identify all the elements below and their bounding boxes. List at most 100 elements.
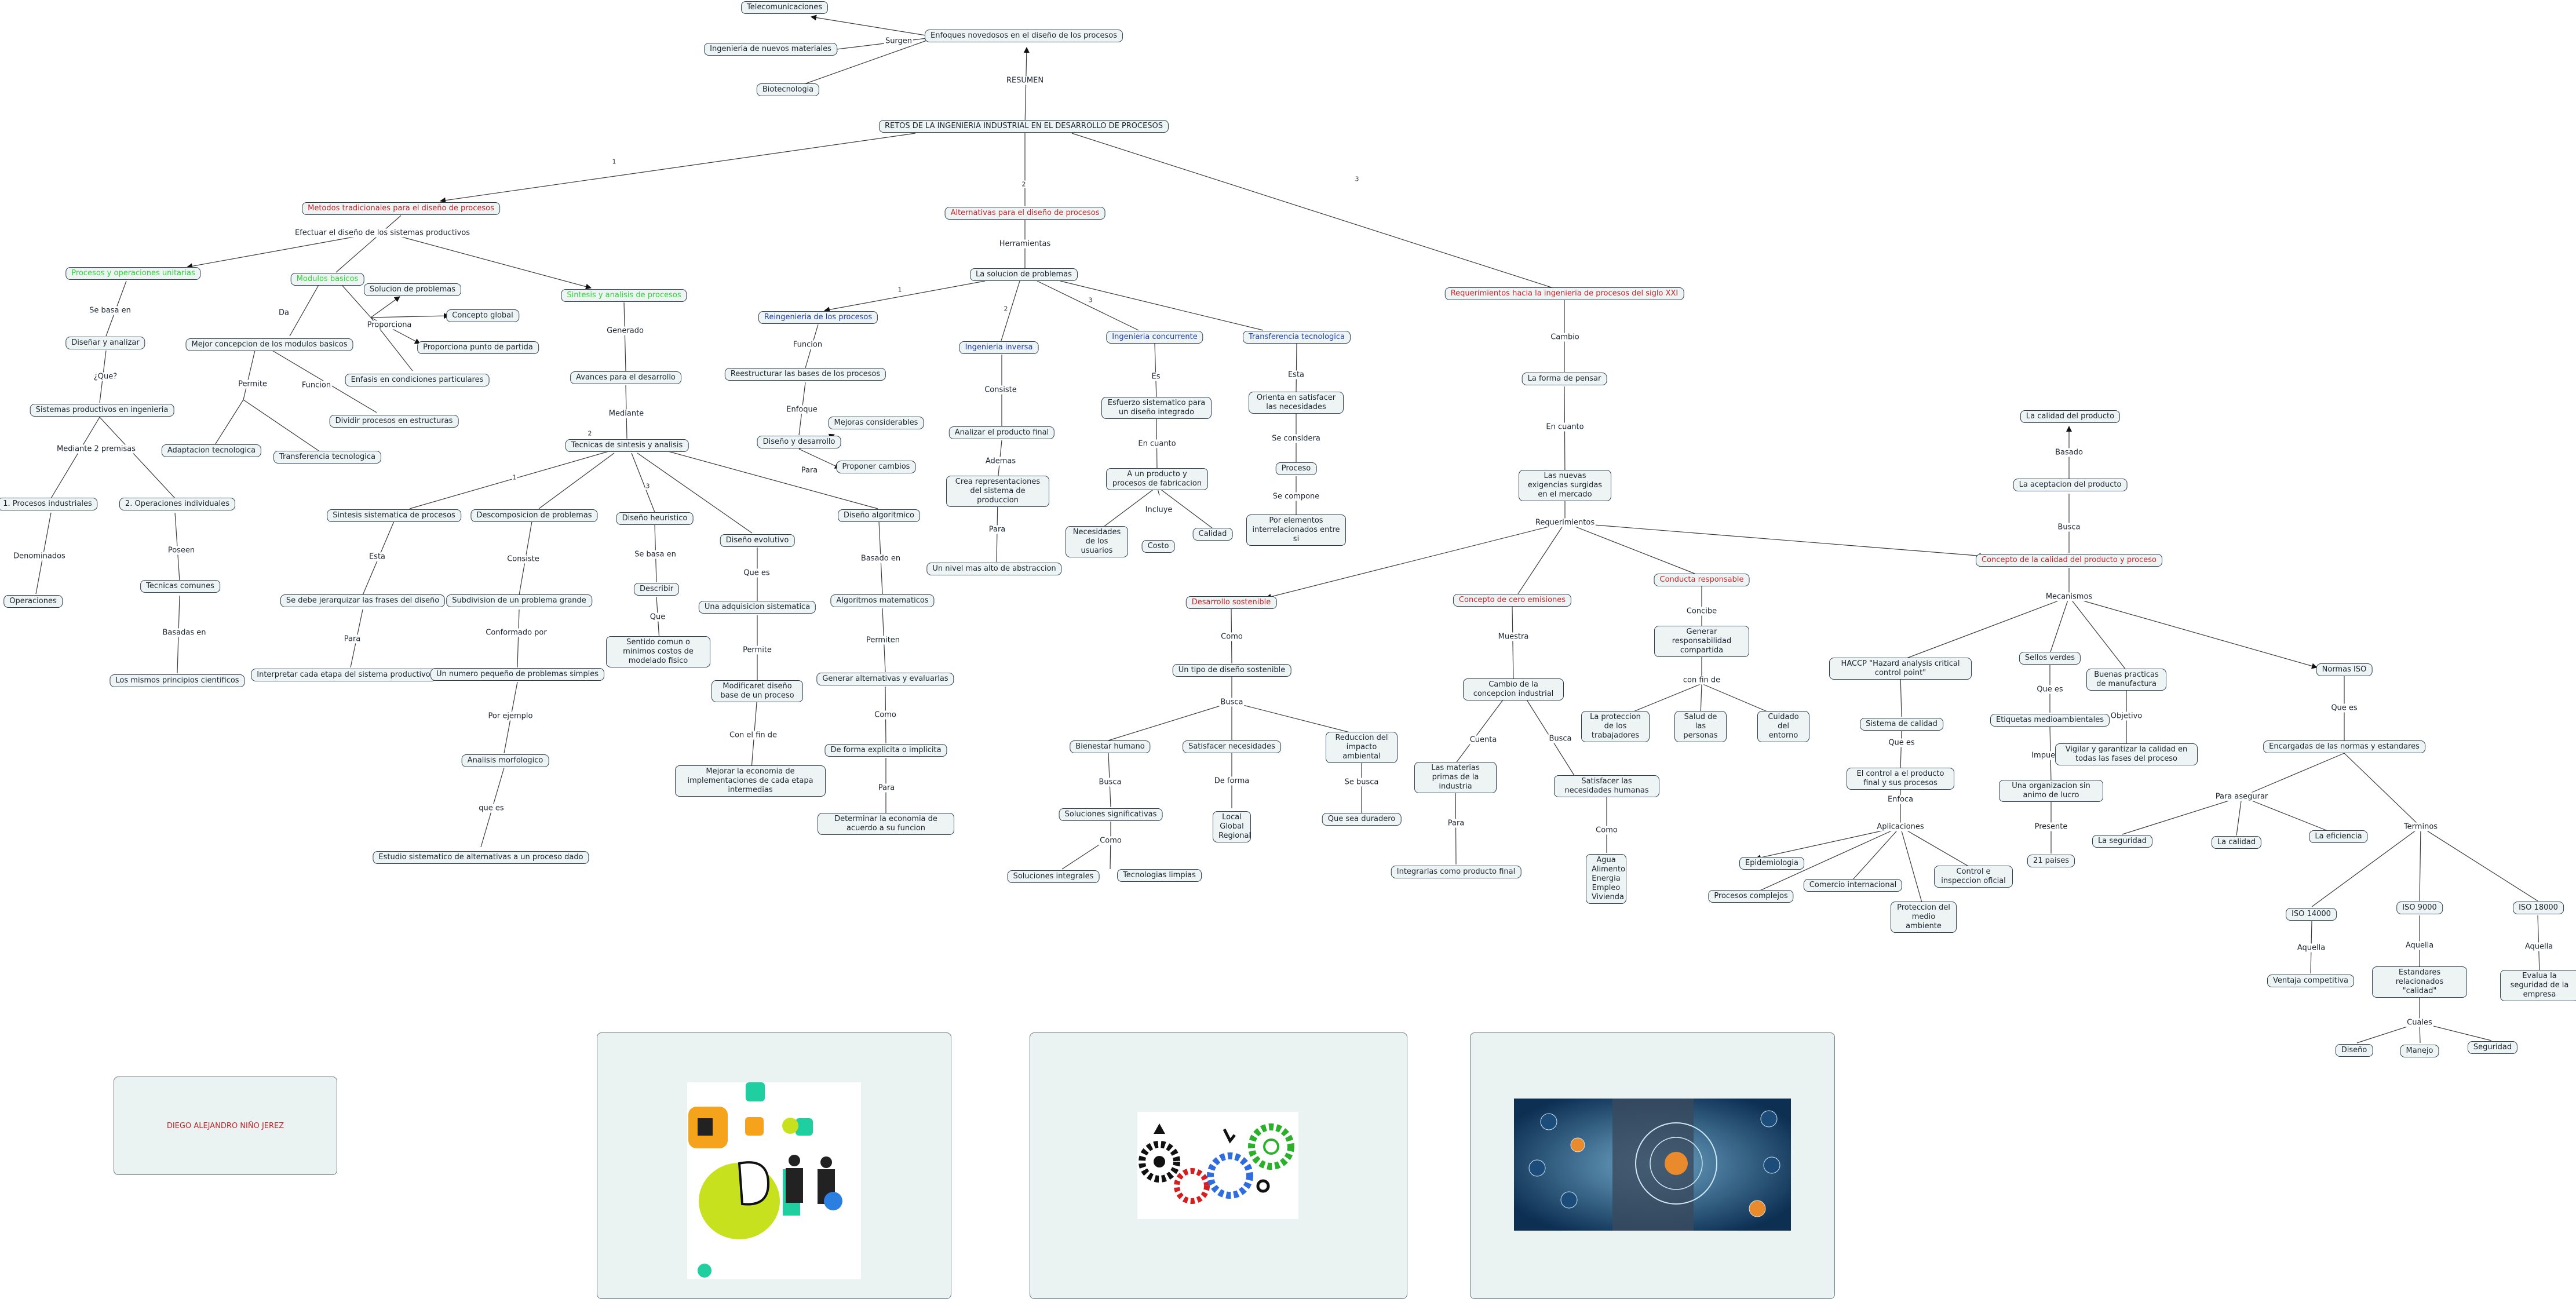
concept-reduccion-impacto[interactable]: Reduccion del impacto ambiental [1326,732,1398,763]
concept-control-producto[interactable]: El control a el producto final y sus pro… [1847,768,1954,790]
concept-diseño-algoritmico[interactable]: Diseño algoritmico [838,509,920,522]
concept-subdivision[interactable]: Subdivision de un problema grande [446,594,592,607]
concept-concepto-global[interactable]: Concepto global [446,309,519,322]
concept-proteccion-medio[interactable]: Proteccion del medio ambiente [1891,902,1957,933]
concept-algoritmos[interactable]: Algoritmos matematicos [830,594,935,607]
concept-cuidado-entorno[interactable]: Cuidado del entorno [1757,711,1809,742]
concept-la-calidad[interactable]: La calidad [2211,836,2262,849]
concept-procesos-industriales[interactable]: 1. Procesos industriales [0,498,98,510]
concept-integrarlas[interactable]: Integrarlas como producto final [1391,866,1521,878]
concept-dividir-procesos[interactable]: Dividir procesos en estructuras [329,415,459,428]
concept-calidad-producto-proceso[interactable]: Concepto de la calidad del producto y pr… [1976,554,2162,567]
concept-diseñar-analizar[interactable]: Diseñar y analizar [65,337,145,349]
concept-transferencia-tecnologica-b[interactable]: Transferencia tecnologica [1242,331,1351,344]
concept-conducta-responsable[interactable]: Conducta responsable [1654,574,1750,586]
concept-punto-partida[interactable]: Proporciona punto de partida [417,341,539,354]
concept-buenas-practicas[interactable]: Buenas practicas de manufactura [2086,669,2166,691]
concept-enfoques-novedosos[interactable]: Enfoques novedosos en el diseño de los p… [925,30,1123,42]
concept-mejorar-economia[interactable]: Mejorar la economia de implementaciones … [675,765,826,797]
concept-esfuerzo-sistematico[interactable]: Esfuerzo sistematico para un diseño inte… [1101,397,1212,419]
concept-desarrollo-sostenible[interactable]: Desarrollo sostenible [1185,596,1277,609]
concept-adquisicion[interactable]: Una adquisicion sistematica [698,601,816,614]
concept-organizacion-animo[interactable]: Una organizacion sin animo de lucro [1999,780,2103,802]
concept-ventaja-competitiva[interactable]: Ventaja competitiva [2267,975,2354,987]
concept-modificaret[interactable]: Modificaret diseño base de un proceso [711,680,803,702]
concept-adaptacion-tecnologica[interactable]: Adaptacion tecnologica [161,444,262,457]
concept-salud-personas[interactable]: Salud de las personas [1674,711,1727,742]
concept-operaciones-individuales[interactable]: 2. Operaciones individuales [119,498,236,510]
concept-iso-9000[interactable]: ISO 9000 [2396,902,2443,914]
concept-transferencia-tecnologica-a[interactable]: Transferencia tecnologica [273,451,382,464]
concept-enfasis-condiciones[interactable]: Enfasis en condiciones particulares [345,374,490,386]
concept-descomposicion[interactable]: Descomposicion de problemas [470,509,598,522]
concept-elementos-interrelacionados[interactable]: Por elementos interrelacionados entre si [1246,515,1346,546]
concept-tecnicas-sintesis[interactable]: Tecnicas de sintesis y analisis [565,439,689,452]
concept-cero-emisiones[interactable]: Concepto de cero emisiones [1453,594,1572,607]
concept-bienestar-humano[interactable]: Bienestar humano [1070,740,1151,753]
concept-ingenieria-concurrente[interactable]: Ingenieria concurrente [1106,331,1203,344]
concept-principios-cientificos[interactable]: Los mismos principios cientificos [110,674,245,687]
concept-iso-14000[interactable]: ISO 14000 [2286,908,2337,921]
concept-etiquetas[interactable]: Etiquetas medioambientales [1990,714,2110,727]
concept-ingenieria-materiales[interactable]: Ingenieria de nuevos materiales [704,43,837,56]
concept-sintesis-sistematica[interactable]: Sintesis sistematica de procesos [327,509,461,522]
concept-orienta-satisfacer[interactable]: Orienta en satisfacer las necesidades [1249,392,1344,414]
concept-epidemiologia[interactable]: Epidemiologia [1739,857,1804,870]
concept-seguridad[interactable]: Seguridad [2467,1041,2518,1054]
concept-diseño[interactable]: Diseño [2335,1044,2373,1057]
concept-alternativas[interactable]: Alternativas para el diseño de procesos [944,207,1105,220]
concept-calidad[interactable]: Calidad [1192,528,1233,541]
concept-soluciones-integrales[interactable]: Soluciones integrales [1007,870,1100,883]
concept-comercio-internacional[interactable]: Comercio internacional [1803,879,1903,892]
concept-sistema-calidad[interactable]: Sistema de calidad [1860,718,1943,731]
concept-diseño-heuristico[interactable]: Diseño heuristico [616,512,694,525]
concept-tecnicas-comunes[interactable]: Tecnicas comunes [140,580,220,593]
concept-requerimientos-siglo-xxi[interactable]: Requerimientos hacia la ingenieria de pr… [1444,287,1684,300]
concept-21-paises[interactable]: 21 paises [2027,855,2075,867]
concept-la-calidad-producto[interactable]: La calidad del producto [2020,410,2121,423]
concept-haccp[interactable]: HACCP "Hazard analysis critical control … [1829,658,1972,680]
concept-tecnologias-limpias[interactable]: Tecnologias limpias [1117,869,1202,882]
concept-analisis-morfologico[interactable]: Analisis morfologico [461,754,549,767]
concept-aceptacion-producto[interactable]: La aceptacion del producto [2013,479,2128,491]
concept-diseño-desarrollo[interactable]: Diseño y desarrollo [757,436,841,448]
concept-solucion-problemas-2[interactable]: La solucion de problemas [970,268,1078,281]
concept-describir[interactable]: Describir [633,583,680,596]
concept-telecomunicaciones[interactable]: Telecomunicaciones [740,1,829,14]
concept-cambio-concepcion[interactable]: Cambio de la concepcion industrial [1463,678,1564,700]
concept-procesos-unitarios[interactable]: Procesos y operaciones unitarias [65,267,201,280]
concept-local-global-regional[interactable]: Local Global Regional [1213,811,1251,842]
concept-analizar-producto[interactable]: Analizar el producto final [948,426,1055,439]
concept-iso-18000[interactable]: ISO 18000 [2513,902,2564,914]
concept-ingenieria-inversa[interactable]: Ingenieria inversa [959,341,1039,354]
concept-sellos-verdes[interactable]: Sellos verdes [2019,652,2081,665]
concept-encargadas-normas[interactable]: Encargadas de las normas y estandares [2263,740,2425,753]
concept-proteccion-trabajadores[interactable]: La proteccion de los trabajadores [1581,711,1650,742]
concept-mejor-concepcion[interactable]: Mejor concepcion de los modulos basicos [185,338,353,351]
concept-manejo[interactable]: Manejo [2400,1045,2439,1057]
concept-sistemas-productivos[interactable]: Sistemas productivos en ingenieria [30,404,174,417]
concept-diseño-sostenible[interactable]: Un tipo de diseño sostenible [1172,664,1291,677]
concept-nuevas-exigencias[interactable]: Las nuevas exigencias surgidas en el mer… [1519,470,1611,501]
concept-sentido-comun[interactable]: Sentido comun o minimos costos de modela… [606,636,710,667]
concept-determinar-economia[interactable]: Determinar la economia de acuerdo a su f… [818,813,954,835]
concept-materias-primas[interactable]: Las materias primas de la industria [1414,762,1497,793]
concept-la-eficiencia[interactable]: La eficiencia [2309,830,2368,843]
concept-costo[interactable]: Costo [1141,540,1175,553]
concept-root[interactable]: RETOS DE LA INGENIERIA INDUSTRIAL EN EL … [878,120,1169,133]
concept-diseño-evolutivo[interactable]: Diseño evolutivo [720,534,795,547]
concept-reestructurar[interactable]: Reestructurar las bases de los procesos [724,368,886,381]
concept-que-sea-duradero[interactable]: Que sea duradero [1322,813,1402,826]
concept-procesos-complejos[interactable]: Procesos complejos [1708,890,1794,903]
concept-crea-representaciones[interactable]: Crea representaciones del sistema de pro… [946,476,1049,507]
concept-evalua-seguridad[interactable]: Evalua la seguridad de la empresa [2500,970,2576,1001]
concept-generar-alternativas[interactable]: Generar alternativas y evaluarlas [816,673,954,685]
concept-forma-explicita[interactable]: De forma explicita o implicita [824,744,947,757]
concept-satisfacer-humanas[interactable]: Satisfacer las necesidades humanas [1554,775,1659,797]
concept-producto-procesos[interactable]: A un producto y procesos de fabricacion [1106,468,1208,490]
concept-metodos-tradicionales[interactable]: Metodos tradicionales para el diseño de … [302,202,500,215]
concept-solucion-problemas[interactable]: Solucion de problemas [363,283,462,296]
concept-operaciones[interactable]: Operaciones [3,595,63,608]
concept-satisfacer-necesidades[interactable]: Satisfacer necesidades [1183,740,1281,753]
concept-soluciones-significativas[interactable]: Soluciones significativas [1059,808,1163,821]
